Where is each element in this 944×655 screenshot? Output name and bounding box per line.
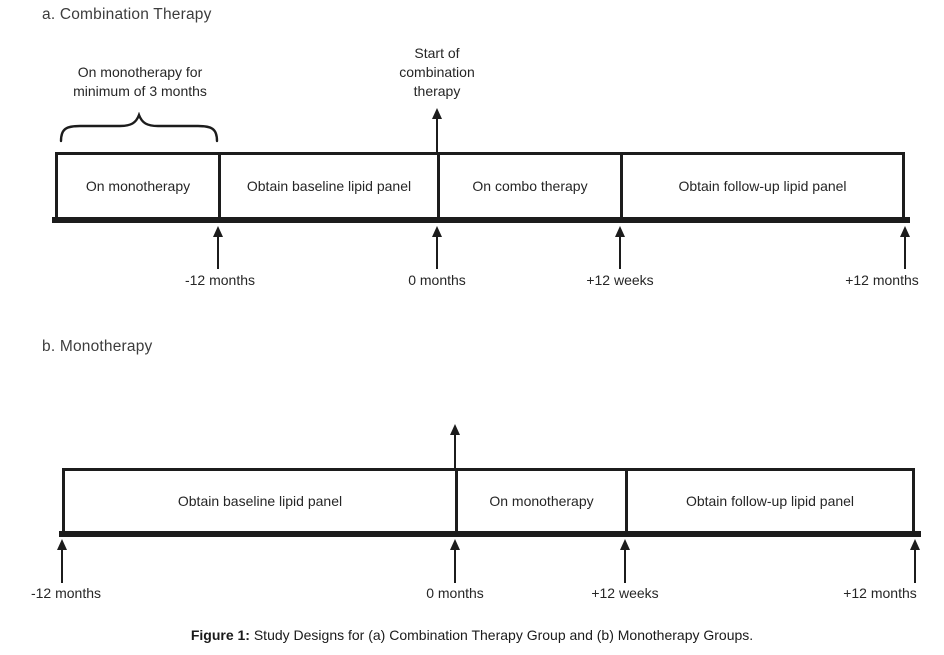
arrow-head-icon: [450, 539, 460, 550]
timeline-a-time-label-1: -12 months: [184, 272, 256, 288]
timeline-b-segment-2: On monotherapy: [458, 471, 628, 532]
timeline-a-segment-1: On monotherapy: [58, 155, 221, 218]
timeline-a-segment-3: On combo therapy: [440, 155, 623, 218]
arrow-stem: [904, 237, 906, 269]
panel-a-title: a. Combination Therapy: [42, 6, 212, 23]
figure-caption: Figure 1: Study Designs for (a) Combinat…: [0, 627, 944, 643]
timeline-b-segment-3: Obtain follow-up lipid panel: [685, 492, 855, 509]
timeline-b-tick-arrow-3: [619, 539, 631, 583]
timeline-a-tick-arrow-1: [212, 226, 224, 269]
timeline-b-tick-arrow-4: [909, 539, 921, 583]
timeline-a-segment-4: Obtain follow-up lipid panel: [678, 177, 847, 194]
timeline-b: Obtain baseline lipid panel On monothera…: [62, 468, 915, 532]
timeline-b-time-label-2: 0 months: [426, 585, 484, 601]
figure-caption-text: Study Designs for (a) Combination Therap…: [249, 627, 754, 643]
timeline-a-baseline: [52, 217, 910, 223]
arrow-stem: [619, 237, 621, 269]
brace-label: On monotherapy for minimum of 3 months: [73, 63, 274, 101]
timeline-a-tick-arrow-3: [614, 226, 626, 269]
timeline-b-tick-arrow-1: [56, 539, 68, 583]
start-combination-line2: combination: [399, 64, 475, 80]
timeline-a-tick-arrow-2: [431, 226, 443, 269]
arrow-head-icon: [432, 226, 442, 237]
timeline-a-time-label-2: 0 months: [408, 272, 466, 288]
timeline-b-time-label-4: +12 months: [843, 585, 917, 601]
arrow-stem: [436, 237, 438, 269]
timeline-a: On monotherapy Obtain baseline lipid pan…: [55, 152, 905, 218]
arrow-head-icon: [57, 539, 67, 550]
arrow-stem: [217, 237, 219, 269]
brace-label-line1: On monotherapy for: [77, 64, 203, 80]
timeline-a-time-label-3: +12 weeks: [586, 272, 654, 288]
figure-caption-number: Figure 1:: [190, 627, 250, 643]
start-combination-label: Start of combination therapy: [399, 44, 513, 101]
arrow-stem: [61, 550, 63, 583]
timeline-b-baseline: [59, 531, 921, 537]
arrow-head-icon: [615, 226, 625, 237]
start-combination-arrow: [431, 108, 443, 152]
brace-label-line2: minimum of 3 months: [73, 83, 207, 99]
timeline-b-segment-1: Obtain baseline lipid panel: [65, 471, 458, 532]
timeline-a-time-label-4: +12 months: [845, 272, 919, 288]
arrow-stem: [454, 435, 456, 468]
arrow-head-icon: [432, 108, 442, 119]
arrow-head-icon: [213, 226, 223, 237]
panel-b-title: b. Monotherapy: [42, 338, 153, 355]
timeline-b-tick-arrow-2: [449, 539, 461, 583]
arrow-head-icon: [900, 226, 910, 237]
timeline-b-time-label-3: +12 weeks: [591, 585, 659, 601]
start-combination-line3: therapy: [413, 83, 461, 99]
timeline-b-event-arrow: [449, 424, 461, 468]
arrow-head-icon: [620, 539, 630, 550]
arrow-stem: [914, 550, 916, 583]
timeline-a-segment-2: Obtain baseline lipid panel: [221, 155, 440, 218]
arrow-stem: [624, 550, 626, 583]
start-combination-line1: Start of: [414, 45, 460, 61]
arrow-head-icon: [910, 539, 920, 550]
curly-brace-icon: [59, 112, 219, 143]
arrow-stem: [454, 550, 456, 583]
arrow-head-icon: [450, 424, 460, 435]
timeline-a-tick-arrow-4: [899, 226, 911, 269]
timeline-b-time-label-1: -12 months: [30, 585, 102, 601]
arrow-stem: [436, 119, 438, 152]
